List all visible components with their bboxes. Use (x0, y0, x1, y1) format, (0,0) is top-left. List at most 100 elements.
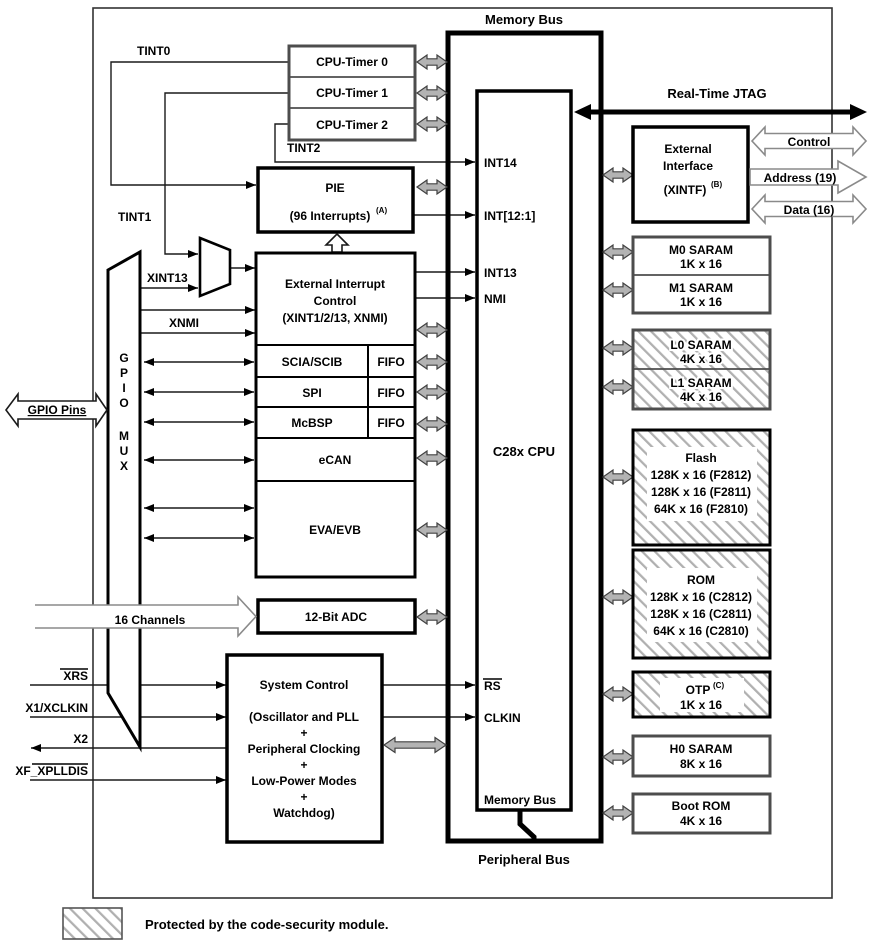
address-label: Address (19) (764, 171, 837, 185)
extint-line2: Control (314, 294, 357, 308)
sysctl-line4: Low-Power Modes (251, 774, 357, 788)
sci-fifo-label: FIFO (377, 355, 404, 369)
jtag-arrowhead-left (574, 104, 591, 120)
gpio-mux-letter: I (122, 381, 125, 395)
tint1-label: TINT1 (118, 210, 152, 224)
gpio-mux-letter: O (119, 396, 128, 410)
otp-title: OTP (686, 683, 711, 697)
gpio-mux-letter: G (119, 351, 128, 365)
m1-size: 1K x 16 (680, 295, 722, 309)
l1-title: L1 SARAM (670, 376, 731, 390)
rom-row: 128K x 16 (C2811) (650, 607, 751, 621)
cpu-timer0-label: CPU-Timer 0 (316, 55, 388, 69)
jtag: Real-Time JTAG (574, 86, 867, 120)
extint-line3: (XINT1/2/13, XNMI) (282, 311, 387, 325)
m0-title: M0 SARAM (669, 243, 733, 257)
x1-label: X1/XCLKIN (25, 701, 88, 715)
cpu-nmi-label: NMI (484, 292, 506, 306)
int13-mux (198, 236, 232, 298)
interrupt-wires (110, 61, 475, 337)
cpu-int13-label: INT13 (484, 266, 517, 280)
xintf-block: External Interface (XINTF) (B) (631, 125, 750, 224)
flash-row: 128K x 16 (F2811) (651, 485, 751, 499)
pie-sub: (96 Interrupts) (290, 209, 371, 223)
xf-label: XF_XPLLDIS (15, 764, 88, 778)
cpu-int14-label: INT14 (484, 156, 517, 170)
chip-boundary (92, 7, 833, 899)
m0-m1-saram-block: M0 SARAM 1K x 16 M1 SARAM 1K x 16 (631, 235, 772, 315)
jtag-label: Real-Time JTAG (667, 86, 766, 101)
channels-label: 16 Channels (115, 613, 186, 627)
spi-label: SPI (302, 386, 321, 400)
adc-channels-arrow: 16 Channels (35, 594, 258, 639)
cpu-timer2-label: CPU-Timer 2 (316, 118, 388, 132)
sci-label: SCIA/SCIB (282, 355, 343, 369)
xintf-line3: (XINTF) (664, 183, 707, 197)
sysctl-line5: Watchdog) (273, 806, 335, 820)
tint2-label: TINT2 (287, 141, 321, 155)
adc-block: 12-Bit ADC (256, 598, 417, 635)
xintf-line2: Interface (663, 159, 713, 173)
data-label: Data (16) (784, 203, 835, 217)
legend: Protected by the code-security module. (62, 907, 388, 940)
boot-rom-title: Boot ROM (672, 799, 731, 813)
rom-row: 64K x 16 (C2810) (653, 624, 748, 638)
gpio-mux-letter: X (120, 459, 128, 473)
xintf-note: (B) (711, 180, 722, 189)
system-control-pin-labels: XRS X1/XCLKIN X2 XF_XPLLDIS (15, 668, 88, 778)
gpio-mux-letter: P (120, 366, 128, 380)
extint-to-pie-arrow (324, 232, 350, 253)
cpu-block: INT14 INT[12:1] INT13 NMI C28x CPU RS CL… (475, 89, 573, 841)
bus-arrows-right (602, 167, 634, 821)
cpu-timer-block: CPU-Timer 0 CPU-Timer 1 CPU-Timer 2 (287, 44, 417, 142)
xrs-label: XRS (63, 669, 88, 683)
h0-title: H0 SARAM (670, 742, 733, 756)
m1-title: M1 SARAM (669, 281, 733, 295)
cpu-clkin-label: CLKIN (484, 711, 521, 725)
flash-row: 128K x 16 (F2812) (651, 468, 752, 482)
sysctl-line3: Peripheral Clocking (248, 742, 361, 756)
sysctl-plus3: + (300, 790, 307, 804)
bus-ring (445, 30, 604, 844)
h0-saram-block: H0 SARAM 8K x 16 (631, 734, 772, 778)
otp-note: (C) (713, 681, 724, 690)
xnmi-label: XNMI (169, 316, 199, 330)
legend-hatch-swatch (62, 907, 123, 940)
gpio-mux-letter: U (120, 444, 129, 458)
rom-block: ROM 128K x 16 (C2812) 128K x 16 (C2811) … (631, 548, 772, 660)
ecan-label: eCAN (319, 453, 352, 467)
otp-block: OTP (C) 1K x 16 (631, 670, 772, 719)
h0-size: 8K x 16 (680, 757, 722, 771)
flash-block: Flash 128K x 16 (F2812) 128K x 16 (F2811… (631, 428, 772, 547)
mcbsp-fifo-label: FIFO (377, 416, 404, 430)
jtag-arrowhead-right (850, 104, 867, 120)
flash-row: 64K x 16 (F2810) (654, 502, 748, 516)
l0-title: L0 SARAM (670, 338, 731, 352)
gpio-mux-letter: M (119, 429, 129, 443)
xintf-external-arrows: Control Address (19) Data (16) (749, 124, 868, 226)
flash-title: Flash (685, 451, 716, 465)
cpu-rs-label: RS (484, 679, 501, 693)
m0-size: 1K x 16 (680, 257, 722, 271)
system-control-block: System Control (Oscillator and PLL + Per… (225, 653, 384, 844)
pie-note: (A) (376, 206, 387, 215)
cpu-to-peripheral-bus-connector (517, 811, 537, 841)
gpio-pins-label: GPIO Pins (28, 403, 87, 417)
rom-title: ROM (687, 573, 715, 587)
boot-rom-block: Boot ROM 4K x 16 (631, 792, 772, 835)
boot-rom-size: 4K x 16 (680, 814, 722, 828)
cpu-int12-label: INT[12:1] (484, 209, 535, 223)
gpio-peripheral-wires (144, 358, 254, 542)
otp-size: 1K x 16 (680, 698, 722, 712)
rom-row: 128K x 16 (C2812) (650, 590, 752, 604)
peripheral-stack: External Interrupt Control (XINT1/2/13, … (254, 251, 417, 579)
extint-line1: External Interrupt (285, 277, 385, 291)
xintf-line1: External (664, 142, 711, 156)
sysctl-line2: (Oscillator and PLL (249, 710, 359, 724)
x2-label: X2 (73, 732, 88, 746)
spi-fifo-label: FIFO (377, 386, 404, 400)
gpio-mux: G P I O M U X (106, 249, 142, 753)
tint0-label: TINT0 (137, 44, 171, 58)
